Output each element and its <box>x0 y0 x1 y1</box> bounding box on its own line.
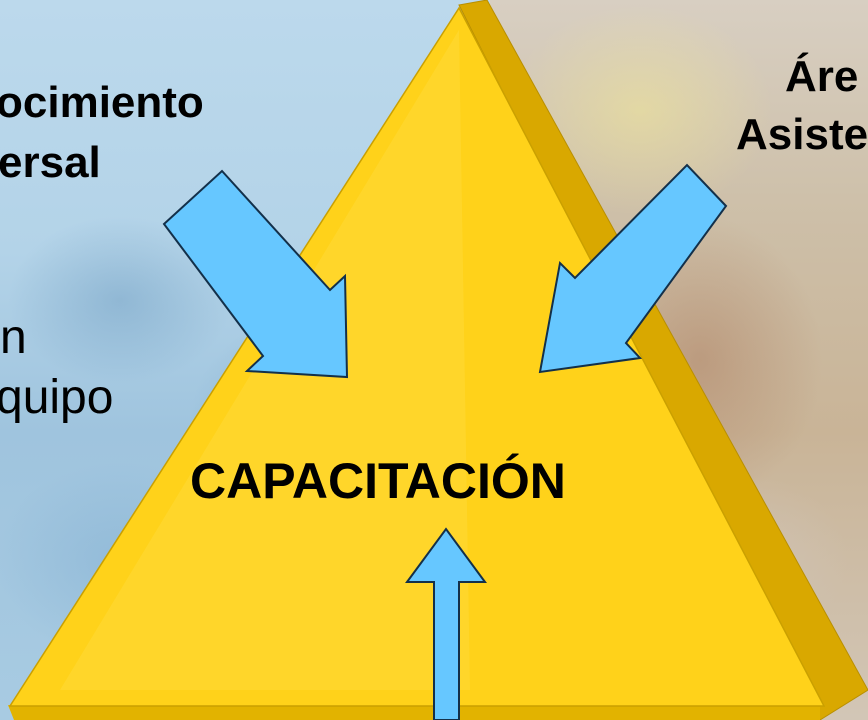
arrow-top-right <box>538 163 728 374</box>
right-heading-line-2: Asiste <box>736 110 868 159</box>
left-body-line-1: n <box>0 311 27 364</box>
triangle-bottom-face <box>8 705 820 720</box>
arrow-bottom <box>405 527 487 720</box>
left-heading-line-2: ersal <box>0 138 101 187</box>
arrow-top-left <box>162 169 349 379</box>
right-heading-line-1: Áre <box>785 52 859 101</box>
triangle-front-face <box>8 6 826 707</box>
left-body-line-2: quipo <box>0 371 114 424</box>
left-heading-line-1: ocimiento <box>0 78 204 127</box>
center-label: CAPACITACIÓN <box>190 453 566 509</box>
